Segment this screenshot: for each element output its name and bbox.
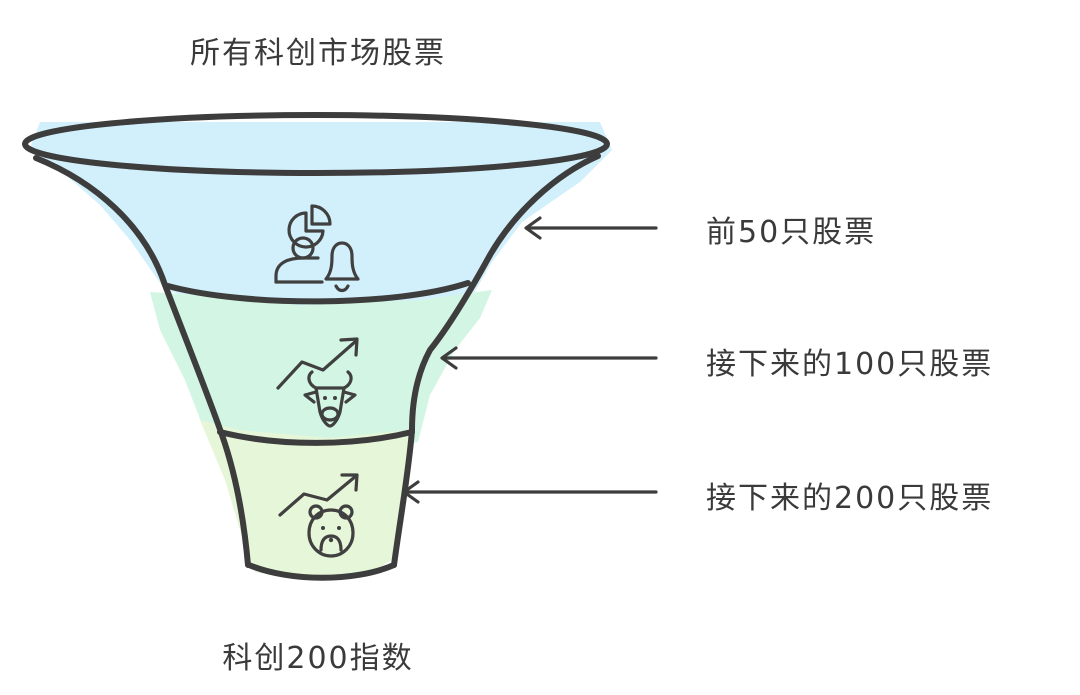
stage-3-callout-arrow: [402, 480, 658, 504]
funnel-bottom: [246, 562, 397, 581]
bear-nose-icon: [328, 537, 334, 543]
funnel-divider-1: [165, 280, 471, 305]
bull-left-eye-icon: [323, 396, 327, 400]
bear-muzzle-icon: [319, 534, 343, 552]
funnel-stage-3-fill: [200, 420, 410, 580]
trend-arrow-bull-icon: [276, 337, 359, 428]
funnel-left-wall: [33, 155, 251, 568]
bull-right-eye-icon: [333, 396, 337, 400]
bull-left-ear-icon: [303, 390, 318, 404]
arrow-head-icon: [402, 480, 420, 504]
funnel-stage-2-fill: [150, 290, 492, 452]
funnel-right-wall: [391, 153, 601, 568]
arrow-head-icon: [524, 216, 542, 240]
trend-arrow-icon: [276, 339, 358, 390]
bell-clapper-icon: [334, 284, 350, 293]
funnel-stage-3-band: [200, 420, 410, 580]
bear-head-icon: [307, 508, 355, 558]
stage-2-label: 接下来的100只股票: [706, 347, 993, 382]
funnel-outline: [22, 112, 610, 581]
bear-left-eye-icon: [321, 526, 325, 530]
stage-3-label: 接下来的200只股票: [706, 481, 993, 516]
bell-icon: [324, 241, 360, 281]
bull-right-ear-icon: [342, 390, 357, 404]
pie-chart-icon: [287, 211, 325, 249]
pie-chart-person-bell-icon: [274, 204, 360, 293]
funnel-divider-2: [217, 429, 415, 446]
bull-left-horn-icon: [307, 370, 318, 390]
funnel-bottom-label: 科创200指数: [222, 641, 413, 676]
funnel-stage-2-band: [150, 290, 492, 452]
trend-arrow-icon: [278, 474, 358, 517]
funnel-top-label: 所有科创市场股票: [190, 36, 446, 71]
funnel-rim: [22, 112, 610, 176]
bear-right-eye-icon: [337, 526, 341, 530]
pie-slice-icon: [310, 204, 332, 226]
stage-1-callout-arrow: [524, 216, 658, 240]
trend-arrow-bear-icon: [278, 473, 359, 558]
stage-2-callout-arrow: [440, 346, 658, 370]
trend-arrow-head-icon: [339, 337, 359, 357]
bull-right-horn-icon: [342, 370, 353, 390]
arrow-head-icon: [440, 346, 458, 370]
bull-muzzle-icon: [320, 406, 340, 422]
trend-arrow-head-icon: [340, 473, 359, 492]
person-body-icon: [274, 256, 320, 284]
stage-1-label: 前50只股票: [706, 215, 876, 250]
